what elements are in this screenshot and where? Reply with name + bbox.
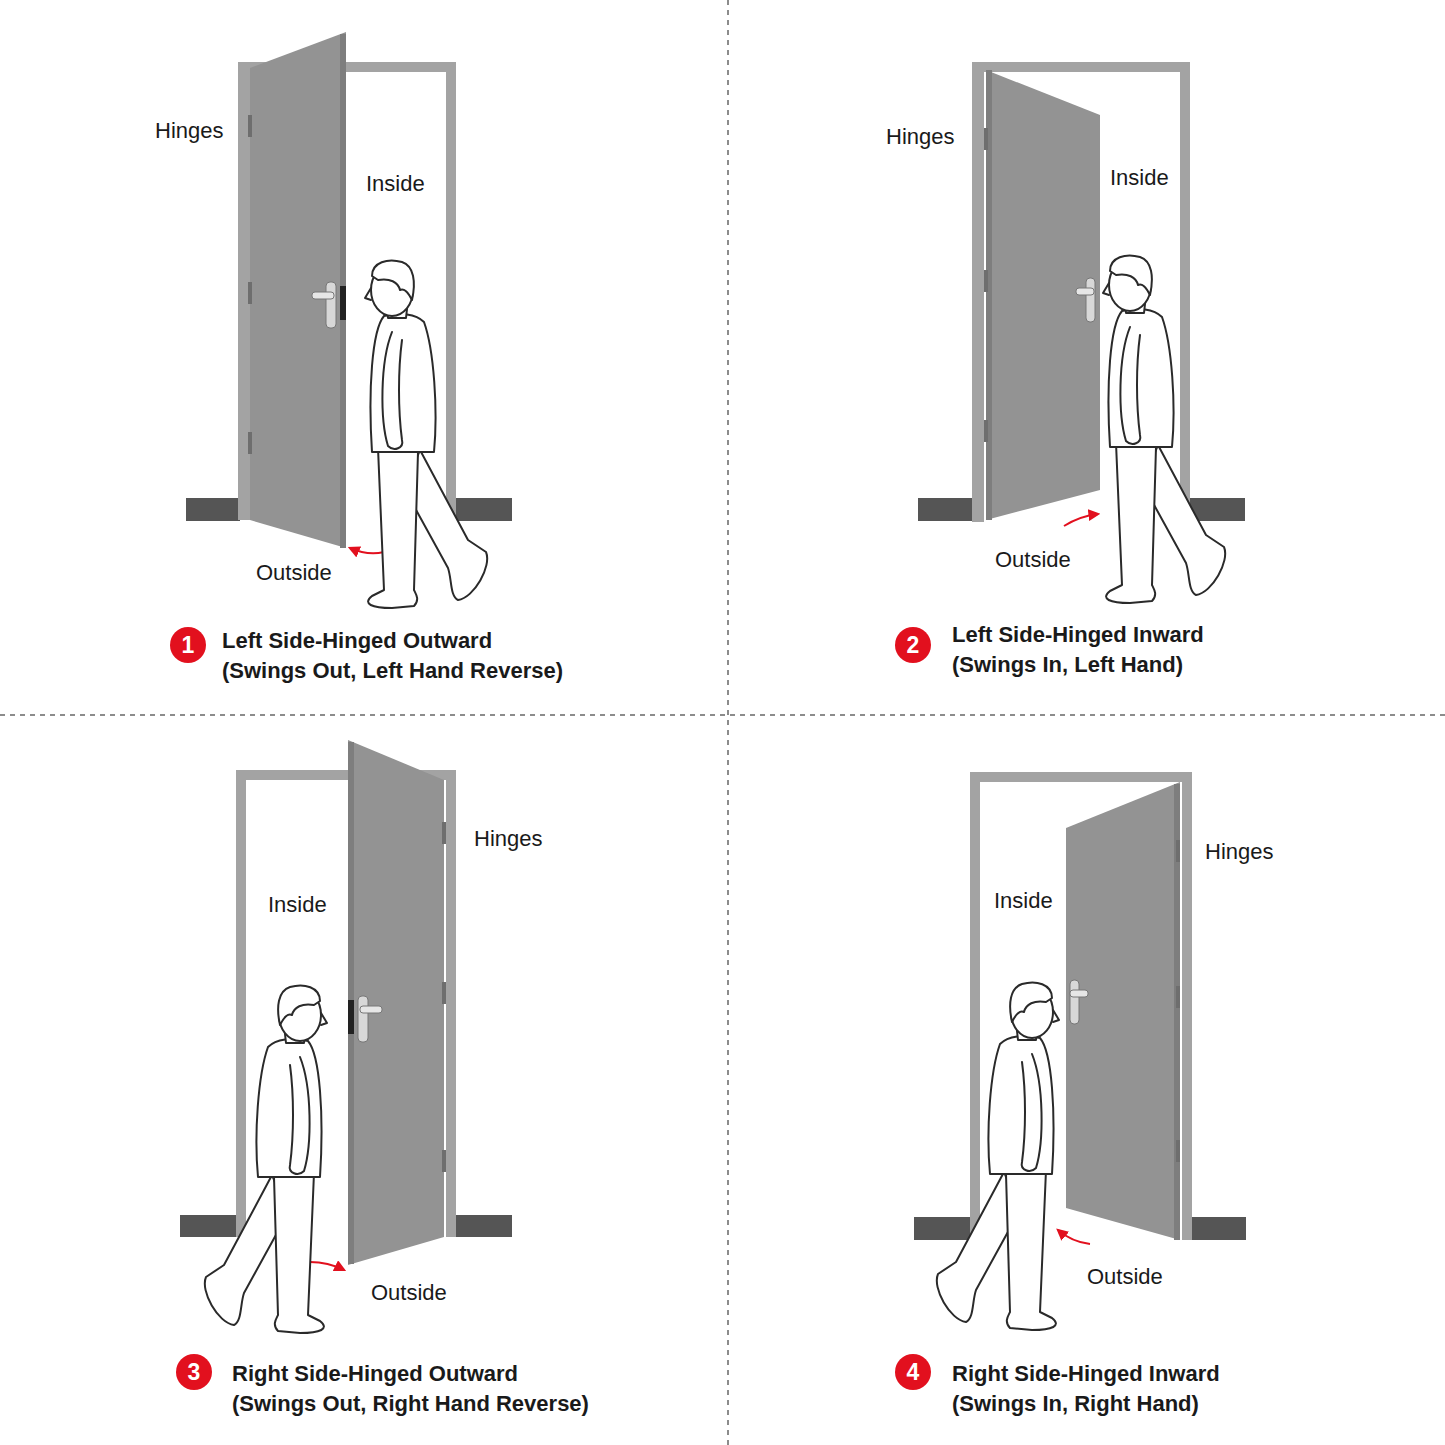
caption-subtitle: (Swings In, Right Hand)	[952, 1391, 1199, 1417]
callout-number: 2	[907, 634, 920, 657]
side-label: Inside	[994, 888, 1053, 914]
callout-number: 4	[907, 1361, 920, 1384]
hinge-label: Hinges	[886, 124, 954, 150]
caption-subtitle: (Swings In, Left Hand)	[952, 652, 1183, 678]
hinge-label: Hinges	[1205, 839, 1273, 865]
caption-title: Right Side-Hinged Outward	[232, 1361, 518, 1387]
callout-number: 1	[182, 634, 195, 657]
caption-title: Left Side-Hinged Outward	[222, 628, 492, 654]
side-label: Inside	[366, 171, 425, 197]
callout-badge: 4	[895, 1354, 931, 1390]
callout-badge: 1	[170, 627, 206, 663]
hinge-label: Hinges	[474, 826, 542, 852]
caption-subtitle: (Swings Out, Right Hand Reverse)	[232, 1391, 589, 1417]
side-label: Outside	[256, 560, 332, 586]
side-label: Inside	[1110, 165, 1169, 191]
caption-subtitle: (Swings Out, Left Hand Reverse)	[222, 658, 563, 684]
hinge-label: Hinges	[155, 118, 223, 144]
side-label: Outside	[995, 547, 1071, 573]
caption-title: Left Side-Hinged Inward	[952, 622, 1204, 648]
side-label: Outside	[371, 1280, 447, 1306]
caption-title: Right Side-Hinged Inward	[952, 1361, 1220, 1387]
callout-number: 3	[188, 1361, 201, 1384]
side-label: Inside	[268, 892, 327, 918]
callout-badge: 3	[176, 1354, 212, 1390]
side-label: Outside	[1087, 1264, 1163, 1290]
callout-badge: 2	[895, 627, 931, 663]
